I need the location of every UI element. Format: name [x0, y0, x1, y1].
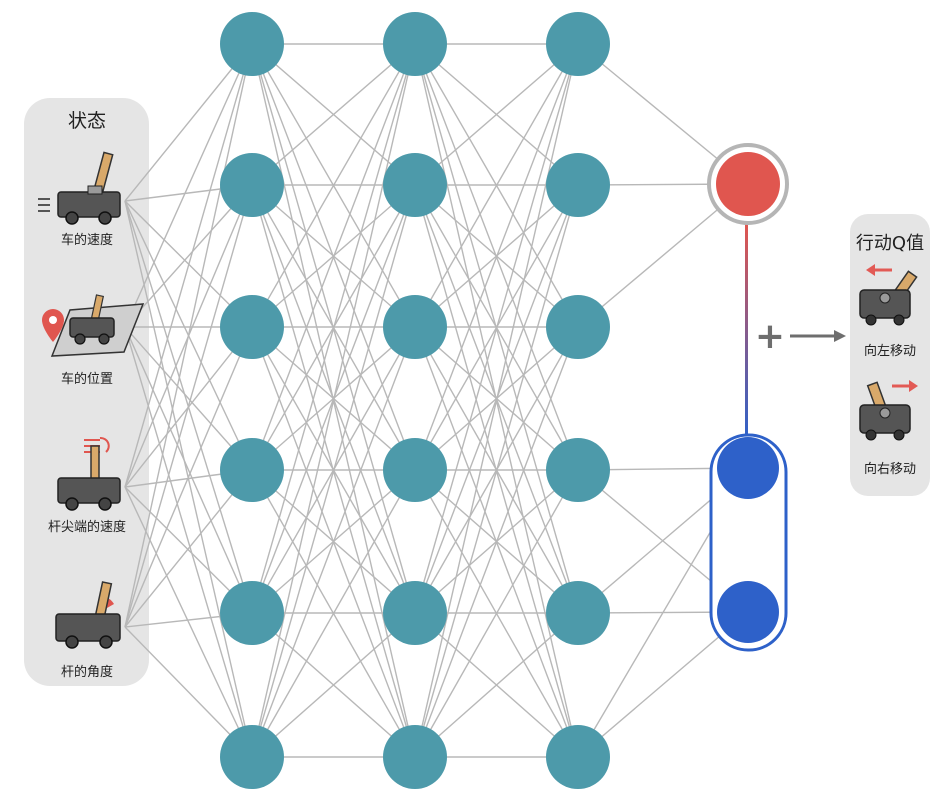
- network-edge: [414, 43, 579, 471]
- hidden-node: [546, 581, 610, 645]
- network-edge: [414, 43, 579, 758]
- network-edge: [414, 184, 579, 758]
- network-edge: [251, 43, 416, 186]
- hidden-node: [220, 295, 284, 359]
- hidden-node: [383, 581, 447, 645]
- network-edge: [251, 326, 416, 758]
- action-panel-title: 行动Q值: [856, 233, 924, 254]
- cart-position-icon: [42, 294, 145, 357]
- network-edges: [124, 43, 749, 758]
- network-edge: [124, 326, 253, 758]
- action-label-move-right: 向右移动: [864, 461, 916, 477]
- network-edge: [124, 326, 253, 628]
- state-panel-title: 状态: [68, 110, 106, 132]
- network-edge: [251, 43, 416, 471]
- hidden-node: [546, 725, 610, 789]
- stream-connector: [745, 224, 748, 438]
- network-edge: [124, 469, 253, 628]
- action-label-move-left: 向左移动: [864, 343, 916, 359]
- move-right-icon: [859, 380, 918, 441]
- advantage-node: [717, 437, 779, 499]
- network-edge: [251, 43, 416, 758]
- network-edge: [124, 43, 253, 488]
- network-nodes: [220, 12, 610, 789]
- network-edge: [251, 612, 416, 758]
- network-edge: [414, 43, 579, 186]
- network-edge: [124, 184, 253, 628]
- pole-tip-velocity-icon: [57, 436, 121, 511]
- network-edge: [124, 43, 253, 328]
- state-label-cart-velocity: 车的速度: [61, 232, 113, 248]
- hidden-node: [546, 295, 610, 359]
- hidden-node: [383, 12, 447, 76]
- hidden-node: [220, 725, 284, 789]
- state-label-pole-tip-velocity: 杆尖端的速度: [48, 519, 126, 535]
- value-node: [716, 152, 780, 216]
- move-left-icon: [859, 264, 918, 326]
- network-edge: [251, 43, 416, 328]
- combine-plus-icon: +: [755, 316, 785, 357]
- combine-arrow-head-icon: [834, 330, 846, 342]
- hidden-node: [546, 438, 610, 502]
- hidden-node: [220, 581, 284, 645]
- hidden-node: [220, 12, 284, 76]
- hidden-node: [383, 438, 447, 502]
- network-edge: [414, 326, 579, 758]
- network-edge: [251, 43, 416, 614]
- hidden-node: [546, 12, 610, 76]
- network-edge: [251, 184, 416, 758]
- network-edge: [414, 43, 579, 614]
- hidden-node: [383, 725, 447, 789]
- hidden-node: [220, 438, 284, 502]
- state-panel: [24, 98, 149, 686]
- network-edge: [124, 326, 253, 614]
- hidden-node: [383, 153, 447, 217]
- hidden-node: [546, 153, 610, 217]
- network-edge: [414, 469, 579, 758]
- network-edge: [124, 43, 253, 202]
- network-edge: [414, 612, 579, 758]
- cart-velocity-icon: [38, 151, 121, 225]
- pole-angle-icon: [55, 581, 121, 649]
- state-label-cart-position: 车的位置: [61, 371, 113, 387]
- hidden-node: [220, 153, 284, 217]
- network-edge: [251, 469, 416, 758]
- advantage-node: [717, 581, 779, 643]
- state-label-pole-angle: 杆的角度: [61, 664, 113, 680]
- network-edge: [414, 43, 579, 328]
- hidden-node: [383, 295, 447, 359]
- network-edge: [124, 43, 253, 628]
